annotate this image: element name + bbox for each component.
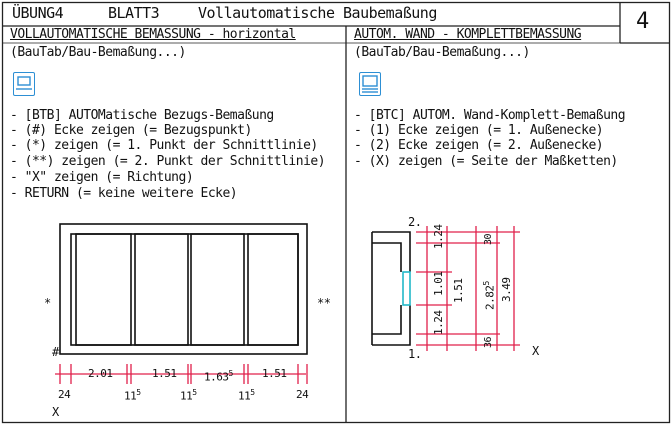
dim-label: 1.51 bbox=[262, 367, 287, 380]
dim-sup: 5 bbox=[192, 388, 197, 397]
dim-label: 115 bbox=[238, 386, 255, 404]
dim-label: 2.01 bbox=[88, 367, 113, 380]
left-menu-path: (BauTab/Bau-Bemaßung...) bbox=[10, 45, 186, 60]
dim-sup: 5 bbox=[250, 388, 255, 397]
floor-plan-left bbox=[59, 223, 308, 355]
marker-side: X bbox=[532, 344, 539, 358]
left-step: - RETURN (= keine weitere Ecke) bbox=[10, 186, 238, 201]
dim-label: 24 bbox=[296, 388, 309, 401]
wall-dimension-icon[interactable] bbox=[359, 72, 381, 96]
dim-value: 1.63 bbox=[204, 370, 229, 384]
dim-label: 1.635 bbox=[204, 367, 233, 385]
right-heading: AUTOM. WAND - KOMPLETTBEMASSUNG bbox=[354, 27, 582, 42]
right-menu-path: (BauTab/Bau-Bemaßung...) bbox=[354, 45, 530, 60]
exercise-label: ÜBUNG4 bbox=[12, 4, 64, 22]
right-step: - (X) zeigen (= Seite der Maßketten) bbox=[354, 154, 618, 169]
dim-sup: 5 bbox=[228, 369, 234, 378]
dim-label: 1.51 bbox=[152, 367, 177, 380]
dim-label: 115 bbox=[180, 386, 197, 404]
dimension-chain-left bbox=[55, 364, 308, 384]
left-step: - [BTB] AUTOMatische Bezugs-Bemaßung bbox=[10, 108, 274, 123]
left-step: - (**) zeigen (= 2. Punkt der Schnittlin… bbox=[10, 154, 326, 169]
dim-label: 3.49 bbox=[500, 277, 513, 303]
dimension-chains-right bbox=[416, 226, 520, 351]
page-title: Vollautomatische Baubemaßung bbox=[198, 4, 437, 22]
dim-label: 1.51 bbox=[452, 278, 465, 304]
marker-point1: * bbox=[44, 296, 51, 310]
marker-point2: ** bbox=[317, 296, 331, 310]
dim-value: 11 bbox=[180, 389, 193, 403]
dim-label: 30 bbox=[483, 233, 494, 245]
right-step: - [BTC] AUTOM. Wand-Komplett-Bemaßung bbox=[354, 108, 626, 123]
right-step: - (1) Ecke zeigen (= 1. Außenecke) bbox=[354, 123, 604, 138]
wall-section-right bbox=[371, 231, 411, 346]
dim-label: 1.01 bbox=[432, 271, 445, 297]
dim-label: 36 bbox=[483, 336, 494, 348]
dim-label: 1.24 bbox=[432, 224, 445, 250]
left-step: - "X" zeigen (= Richtung) bbox=[10, 170, 194, 185]
left-heading: VOLLAUTOMATISCHE BEMASSUNG - horizontal bbox=[10, 27, 296, 42]
dim-value: 2.82 bbox=[483, 285, 497, 311]
left-step: - (*) zeigen (= 1. Punkt der Schnittlini… bbox=[10, 138, 318, 153]
dim-value: 11 bbox=[238, 389, 251, 403]
left-step: - (#) Ecke zeigen (= Bezugspunkt) bbox=[10, 123, 252, 138]
dim-sup: 5 bbox=[136, 388, 141, 397]
right-step: - (2) Ecke zeigen (= 2. Außenecke) bbox=[354, 138, 604, 153]
dim-label: 24 bbox=[58, 388, 71, 401]
dim-label: 115 bbox=[124, 386, 141, 404]
dim-value: 11 bbox=[124, 389, 137, 403]
page-number: 4 bbox=[636, 9, 649, 34]
dim-label: 2.825 bbox=[480, 281, 498, 310]
marker-corner1: 1. bbox=[408, 347, 422, 361]
marker-direction: X bbox=[52, 405, 59, 419]
dim-sup: 5 bbox=[482, 281, 491, 286]
sheet-label: BLATT3 bbox=[108, 4, 160, 22]
marker-reference: # bbox=[52, 345, 59, 359]
dim-label: 1.24 bbox=[432, 310, 445, 336]
dimension-icon[interactable] bbox=[13, 72, 35, 96]
window-opening bbox=[402, 271, 411, 306]
marker-corner2: 2. bbox=[408, 215, 422, 229]
